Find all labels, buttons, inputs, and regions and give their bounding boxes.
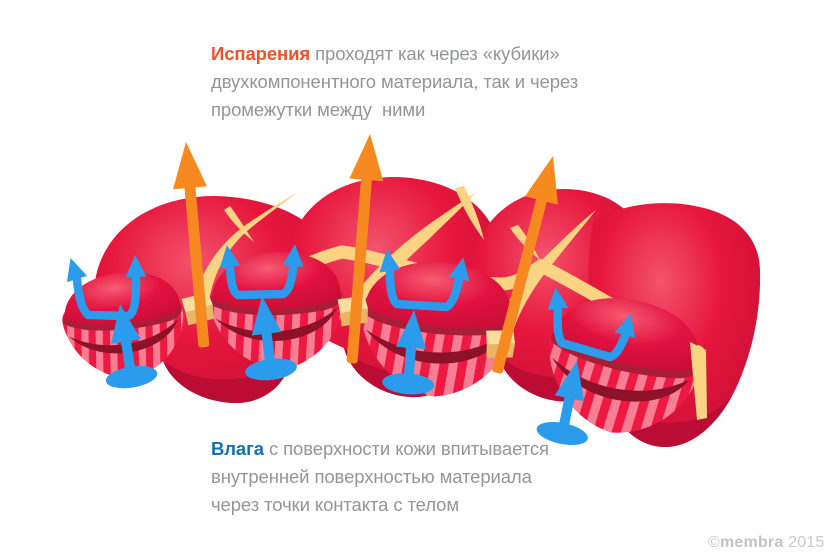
moisture-lead-word: Влага [211,438,264,459]
vapor-arrow-icon [346,134,384,364]
moisture-arrows [60,243,641,449]
contact-absorption-arrow-icon [216,243,306,300]
vapor-arrow-icon [492,156,558,374]
caption-line: Влага с поверхности кожи впитывается [211,438,549,459]
brand-name: membra [720,534,784,551]
caption-line: промежутки между ними [211,99,426,120]
vapor-arrows [173,134,558,374]
caption-line: Испарения проходят как через «кубики» [211,43,560,64]
caption-line: через точки контакта с телом [211,494,459,515]
contact-absorption-arrow-icon [376,247,474,312]
vapor-lead-word: Испарения [211,43,311,64]
vapor-caption: Испарения проходят как через «кубики» дв… [211,40,611,124]
watermark: ©membra 2015 [708,534,825,552]
seam-claw-1 [224,206,254,242]
caption-line: внутренней поверхностью материала [211,466,532,487]
vapor-arrow-icon [173,142,210,348]
contact-absorption-arrow-icon [545,286,641,362]
caption-line: двухкомпонентного материала, так и через [211,71,579,92]
copyright-icon: © [708,534,720,551]
contact-absorption-arrow-icon [60,254,147,321]
watermark-year: 2015 [783,534,825,551]
moisture-caption: Влага с поверхности кожи впитывается вну… [211,435,611,519]
seam-gap-line [455,186,484,240]
seam-sliver-right [690,342,707,420]
